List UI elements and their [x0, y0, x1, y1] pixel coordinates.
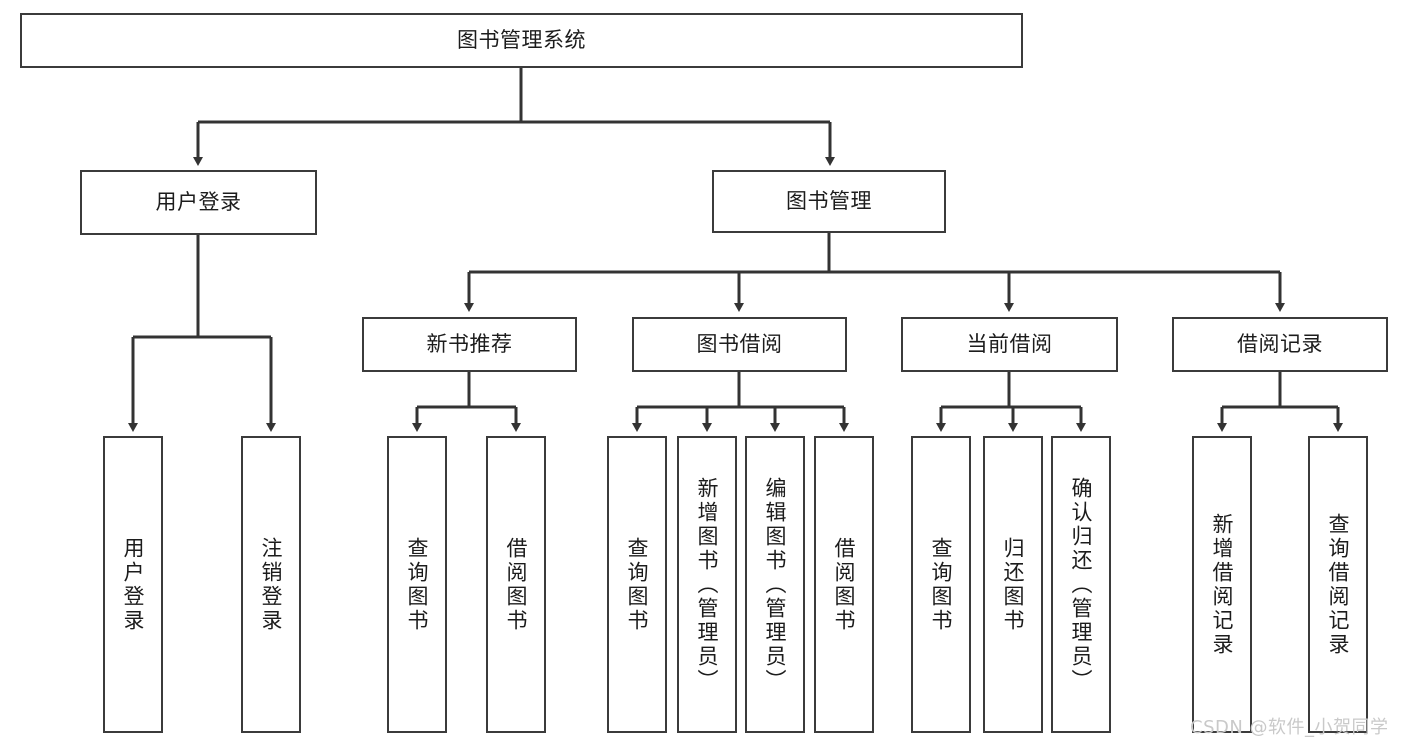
node-leaf-9[interactable]: 归还图书: [983, 436, 1043, 733]
node-leaf-5[interactable]: 新增图书（管理员）: [677, 436, 737, 733]
node-leaf-10[interactable]: 确认归还（管理员）: [1051, 436, 1111, 733]
node-label: 当前借阅: [966, 331, 1053, 356]
node-root[interactable]: 图书管理系统: [20, 13, 1023, 68]
node-leaf-2[interactable]: 查询图书: [387, 436, 447, 733]
node-label: 用户登录: [155, 189, 242, 214]
csdn-watermark: CSDN @软件_小贺同学: [1190, 717, 1389, 738]
node-label: 图书借阅: [696, 331, 783, 356]
node-label: 新增图书（管理员）: [695, 476, 720, 693]
node-label: 用户登录: [121, 536, 146, 633]
node-label: 注销登录: [259, 536, 284, 633]
node-label: 查询图书: [625, 536, 650, 633]
node-leaf-7[interactable]: 借阅图书: [814, 436, 874, 733]
node-leaf-1[interactable]: 注销登录: [241, 436, 301, 733]
node-label: 查询借阅记录: [1326, 512, 1351, 657]
node-label: 查询图书: [929, 536, 954, 633]
node-label: 借阅图书: [504, 536, 529, 633]
node-leaf-12[interactable]: 查询借阅记录: [1308, 436, 1368, 733]
node-leaf-8[interactable]: 查询图书: [911, 436, 971, 733]
node-level2-2[interactable]: 当前借阅: [901, 317, 1118, 372]
node-label: 借阅记录: [1237, 331, 1323, 356]
node-label: 新书推荐: [426, 331, 513, 356]
node-level2-1[interactable]: 图书借阅: [632, 317, 847, 372]
node-label: 确认归还（管理员）: [1069, 476, 1094, 693]
node-label: 查询图书: [405, 536, 430, 633]
node-label: 借阅图书: [832, 536, 857, 633]
node-label: 图书管理: [786, 188, 872, 213]
node-leaf-0[interactable]: 用户登录: [103, 436, 163, 733]
node-level2-0[interactable]: 新书推荐: [362, 317, 577, 372]
node-leaf-4[interactable]: 查询图书: [607, 436, 667, 733]
node-label: 图书管理系统: [457, 27, 586, 52]
node-leaf-6[interactable]: 编辑图书（管理员）: [745, 436, 805, 733]
node-level2-3[interactable]: 借阅记录: [1172, 317, 1388, 372]
node-label: 编辑图书（管理员）: [763, 476, 788, 693]
node-label: 新增借阅记录: [1210, 512, 1235, 657]
node-label: 归还图书: [1001, 536, 1026, 633]
node-leaf-3[interactable]: 借阅图书: [486, 436, 546, 733]
node-leaf-11[interactable]: 新增借阅记录: [1192, 436, 1252, 733]
node-level1-1[interactable]: 图书管理: [712, 170, 946, 233]
node-level1-0[interactable]: 用户登录: [80, 170, 317, 235]
